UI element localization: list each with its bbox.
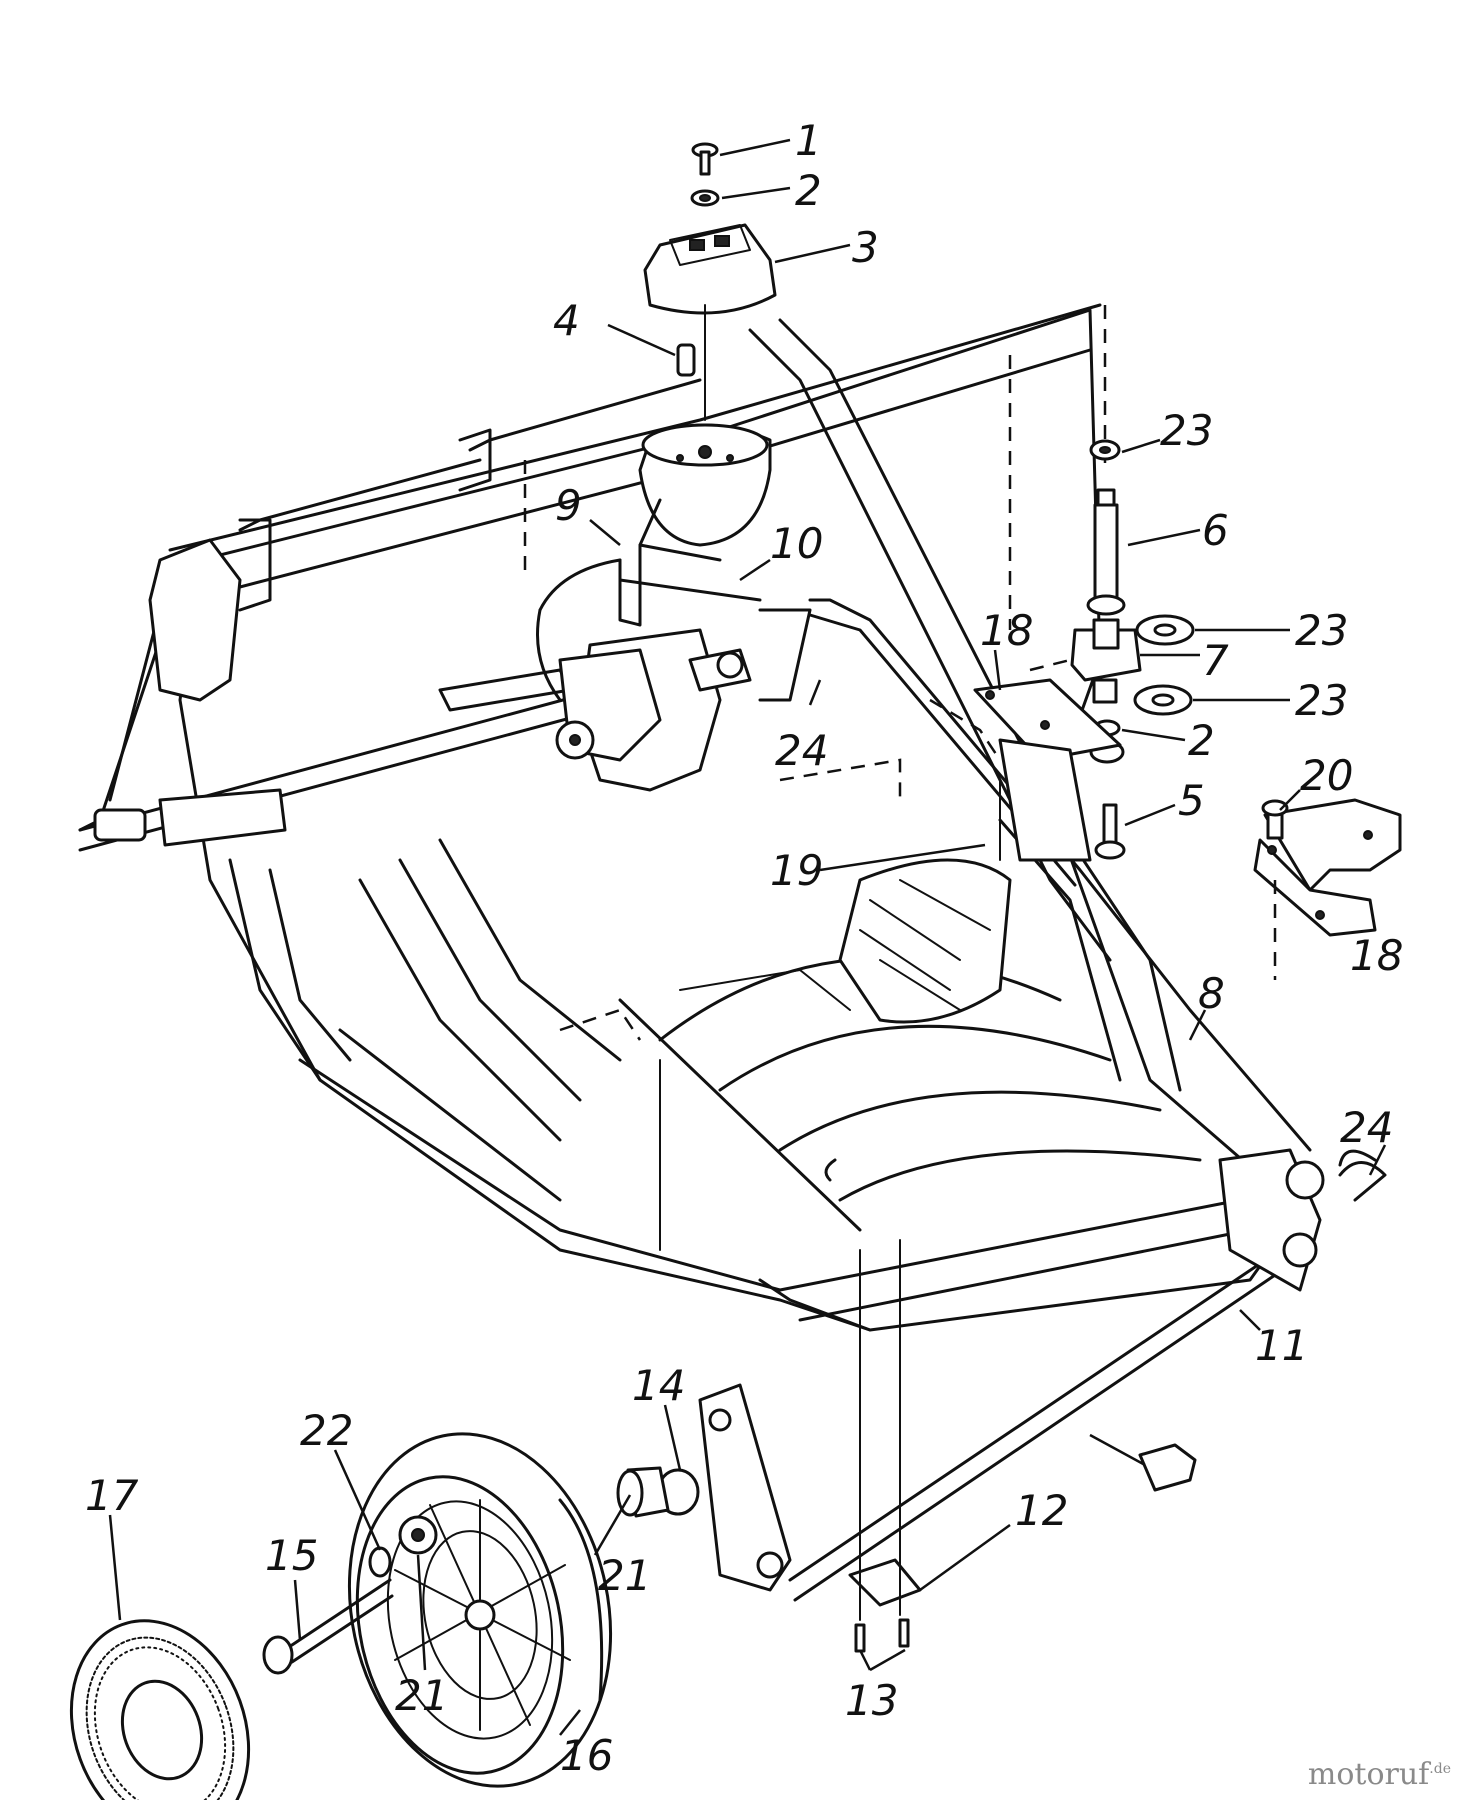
label-part-9: 9 [555, 481, 582, 530]
label-part-10: 10 [770, 519, 823, 568]
brand-watermark: motoruf.de [1308, 1757, 1451, 1792]
label-part-21: 21 [598, 1551, 651, 1600]
label-part-18: 18 [1350, 931, 1403, 980]
label-part-2: 2 [1188, 716, 1215, 765]
mower-deck [78, 303, 1302, 1332]
motor-assembly [536, 423, 1312, 1152]
brand-suffix: .de [1429, 1761, 1451, 1777]
label-part-1: 1 [795, 116, 822, 165]
label-part-5: 5 [1178, 776, 1205, 825]
label-part-16: 16 [560, 1731, 613, 1780]
part-labels: 1 2 3 4 23 6 9 10 23 18 7 23 2 24 5 20 1… [85, 116, 1403, 1780]
brand-name: motoruf [1307, 1757, 1430, 1792]
front-axle [616, 1148, 1387, 1653]
label-part-3: 3 [852, 223, 879, 272]
label-part-24: 24 [1340, 1103, 1393, 1152]
label-part-23: 23 [1295, 676, 1348, 725]
shaft-assembly [973, 439, 1195, 862]
rear-axle-lever [78, 668, 602, 852]
hub-cap [69, 1546, 394, 1800]
label-part-8: 8 [1198, 969, 1225, 1018]
label-part-18: 18 [980, 606, 1033, 655]
label-part-15: 15 [265, 1531, 318, 1580]
spare-bracket [1253, 798, 1402, 980]
label-part-14: 14 [632, 1361, 685, 1410]
label-part-7: 7 [1202, 636, 1229, 685]
top-cover-parts [643, 142, 777, 421]
label-part-2: 2 [795, 166, 822, 215]
label-part-19: 19 [770, 846, 823, 895]
label-part-17: 17 [85, 1471, 139, 1520]
label-part-23: 23 [1160, 406, 1213, 455]
label-part-13: 13 [845, 1676, 898, 1725]
label-part-12: 12 [1015, 1486, 1068, 1535]
wheel [347, 1432, 613, 1788]
label-part-20: 20 [1300, 751, 1353, 800]
label-part-11: 11 [1255, 1321, 1308, 1370]
label-part-22: 22 [300, 1406, 353, 1455]
label-part-6: 6 [1202, 506, 1229, 555]
label-part-4: 4 [553, 296, 580, 345]
label-part-24: 24 [775, 726, 828, 775]
label-part-23: 23 [1295, 606, 1348, 655]
leader-lines [108, 138, 1387, 1736]
label-part-21: 21 [395, 1671, 448, 1720]
